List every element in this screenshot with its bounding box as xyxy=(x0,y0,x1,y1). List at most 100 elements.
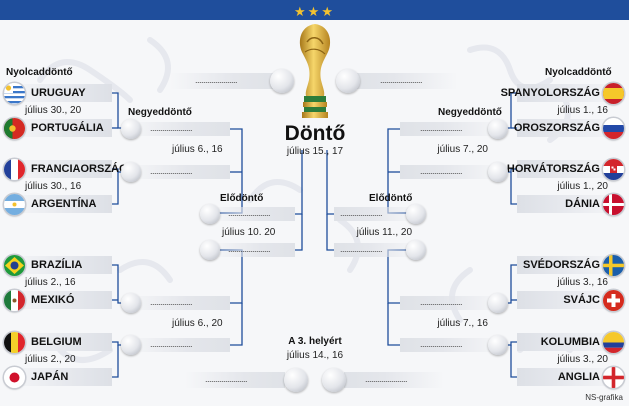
team-sweden: SVÉDORSZÁG xyxy=(522,259,600,271)
switzerland-flag xyxy=(603,290,624,311)
r16-date-left-2: július 30., 16 xyxy=(25,181,82,192)
qf-slot-right-3 xyxy=(400,296,505,310)
bracket-connector-line xyxy=(295,214,303,251)
team-colombia: KOLUMBIA xyxy=(540,336,600,348)
sf-slot-left-1-placeholder: ..................... xyxy=(228,208,271,218)
sf-slot-right-2 xyxy=(334,243,419,257)
stars-icon: ★★★ xyxy=(294,4,335,19)
bracket-connector-line xyxy=(505,341,517,346)
france-flag xyxy=(4,159,25,180)
qf-slot-right-2 xyxy=(400,165,505,179)
qf-disc-right-2 xyxy=(488,162,508,182)
team-portugal: PORTUGÁLIA xyxy=(31,122,104,134)
japan-flag xyxy=(4,367,25,388)
qf-disc-left-3 xyxy=(121,293,141,313)
semifinal-label-right: Elődöntő xyxy=(369,193,413,204)
world-cup-trophy-icon xyxy=(299,24,331,118)
quarterfinal-label-left: Negyeddöntő xyxy=(128,107,192,118)
qf-disc-right-1 xyxy=(488,119,508,139)
bracket-connector-line xyxy=(112,172,119,205)
round-of-16-label-right: Nyolcaddöntő xyxy=(545,67,612,78)
sf-slot-left-1 xyxy=(210,207,295,221)
team-argentina: ARGENTÍNA xyxy=(31,198,97,210)
qf-date-right-1: július 7., 20 xyxy=(437,144,488,155)
bracket-connector-line xyxy=(505,264,517,304)
final-disc-right xyxy=(336,69,360,93)
bracket-connector-line xyxy=(326,214,334,251)
sf-slot-right-1-placeholder: ..................... xyxy=(340,208,383,218)
qf-slot-left-3 xyxy=(125,296,230,310)
third-disc-left xyxy=(284,368,308,392)
third-disc-right xyxy=(322,368,346,392)
header-bar xyxy=(0,0,629,20)
team-brazil: BRAZÍLIA xyxy=(31,259,83,271)
bracket-connector-line xyxy=(295,150,303,215)
final-slot-left xyxy=(170,73,278,89)
qf-disc-left-4 xyxy=(121,335,141,355)
sf-disc-left-2 xyxy=(200,240,220,260)
bracket-connector-line xyxy=(510,345,517,378)
final-disc-left xyxy=(270,69,294,93)
sf-date-left: július 10. 20 xyxy=(222,227,276,238)
qf-date-left-2: július 6., 20 xyxy=(172,318,223,329)
r16-date-right-1: július 1., 16 xyxy=(557,105,608,116)
team-spain: SPANYOLORSZÁG xyxy=(500,87,600,99)
qf-slot-right-4-placeholder: ..................... xyxy=(420,339,463,349)
bracket-connector-line xyxy=(510,172,517,205)
qf-disc-left-2 xyxy=(121,162,141,182)
qf-slot-left-3-placeholder: ..................... xyxy=(150,297,193,307)
qf-slot-left-4-placeholder: ..................... xyxy=(150,339,193,349)
final-slot-right-placeholder: ..................... xyxy=(380,75,423,85)
sf-disc-left-1 xyxy=(200,204,220,224)
team-denmark: DÁNIA xyxy=(565,198,600,210)
colombia-flag xyxy=(603,332,624,353)
team-mexico: MEXIKÓ xyxy=(31,294,75,306)
russia-flag xyxy=(603,118,624,139)
r16-date-left-4: július 2., 20 xyxy=(25,354,76,365)
third-slot-left xyxy=(185,372,285,388)
third-slot-right-placeholder: ..................... xyxy=(365,374,408,384)
qf-slot-left-4 xyxy=(125,338,230,352)
team-switzerland: SVÁJC xyxy=(563,294,600,306)
qf-date-right-2: július 7., 16 xyxy=(437,318,488,329)
sf-slot-left-2-placeholder: ..................... xyxy=(228,244,271,254)
bracket-connector-line xyxy=(326,150,334,215)
sf-slot-right-1 xyxy=(334,207,419,221)
r16-date-right-4: július 3., 20 xyxy=(557,354,608,365)
bracket-connector-line xyxy=(387,303,400,346)
team-belgium: BELGIUM xyxy=(31,336,82,348)
qf-date-left-1: július 6., 16 xyxy=(172,144,223,155)
final-slot-right xyxy=(350,73,458,89)
team-russia: OROSZORSZÁG xyxy=(513,122,600,134)
third-slot-right xyxy=(344,372,444,388)
brazil-flag xyxy=(4,255,25,276)
portugal-flag xyxy=(4,118,25,139)
round-of-16-label-left: Nyolcaddöntő xyxy=(6,67,73,78)
team-england: ANGLIA xyxy=(557,371,600,383)
qf-slot-right-1-placeholder: ..................... xyxy=(420,123,463,133)
uruguay-flag xyxy=(4,83,25,104)
bracket-connector-line xyxy=(505,168,517,173)
mexico-flag xyxy=(4,290,25,311)
england-flag xyxy=(603,367,624,388)
qf-slot-right-4 xyxy=(400,338,505,352)
belgium-flag xyxy=(4,332,25,353)
qf-slot-right-2-placeholder: ..................... xyxy=(420,166,463,176)
bracket-connector-line xyxy=(112,345,119,378)
sf-slot-right-2-placeholder: ..................... xyxy=(340,244,383,254)
qf-disc-right-3 xyxy=(488,293,508,313)
third-slot-left-placeholder: ..................... xyxy=(205,374,248,384)
qf-slot-right-1 xyxy=(400,122,505,136)
bracket-connector-line xyxy=(230,303,243,346)
bracket-connector-line xyxy=(505,92,517,129)
croatia-flag xyxy=(603,159,624,180)
r16-date-left-3: július 2., 16 xyxy=(25,277,76,288)
sf-slot-left-2 xyxy=(210,243,295,257)
qf-slot-right-3-placeholder: ..................... xyxy=(420,297,463,307)
argentina-flag xyxy=(4,194,25,215)
sf-disc-right-1 xyxy=(406,204,426,224)
qf-disc-left-1 xyxy=(121,119,141,139)
final-title: Döntő xyxy=(284,122,346,145)
final-slot-left-placeholder: ..................... xyxy=(195,75,238,85)
